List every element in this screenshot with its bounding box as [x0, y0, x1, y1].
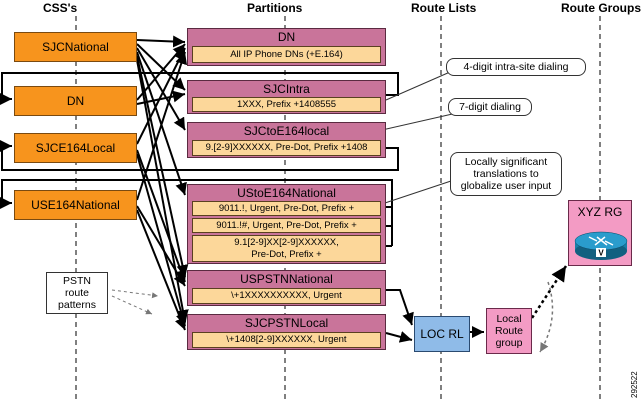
partition-title: UStoE164National — [237, 186, 336, 200]
partition-entry: 9011.!#, Urgent, Pre-Dot, Prefix + — [192, 218, 381, 233]
partition-sjctoe164local: SJCtoE164local 9.[2-9]XXXXXX, Pre-Dot, P… — [187, 122, 386, 158]
header-route-lists: Route Lists — [408, 1, 480, 15]
partition-title: SJCPSTNLocal — [244, 316, 329, 330]
pstn-line: PSTN — [62, 275, 91, 287]
partition-title: USPSTNNational — [240, 272, 333, 286]
partition-entry: 9.1[2-9]XX[2-9]XXXXXX, Pre-Dot, Prefix + — [192, 235, 381, 262]
partition-entry: \+1408[2-9]XXXXXX, Urgent — [192, 332, 381, 348]
pstn-route-patterns: PSTN route patterns — [46, 272, 108, 314]
partition-title: DN — [277, 30, 296, 44]
figure-id: 292522 — [630, 371, 639, 398]
partition-title: SJCtoE164local — [243, 124, 330, 138]
voice-gateway-router-icon: V — [574, 231, 628, 260]
partition-sjcpstnlocal: SJCPSTNLocal \+1408[2-9]XXXXXX, Urgent — [187, 314, 386, 350]
partition-sjcintra: SJCIntra 1XXX, Prefix +1408555 — [187, 80, 386, 114]
partition-entry: 9.[2-9]XXXXXX, Pre-Dot, Prefix +1408 — [192, 140, 381, 156]
partition-uspstnnational: USPSTNNational \+1XXXXXXXXXX, Urgent — [187, 270, 386, 306]
partition-entry-line: 9.1[2-9]XX[2-9]XXXXXX, — [234, 236, 339, 248]
route-group-line: group — [495, 337, 523, 349]
partition-entry: 9011.!, Urgent, Pre-Dot, Prefix + — [192, 201, 381, 216]
callout-intra-site: 4-digit intra-site dialing — [446, 58, 586, 76]
router-label: V — [598, 249, 604, 258]
pstn-line: route — [65, 287, 89, 299]
callout-7-digit: 7-digit dialing — [448, 98, 532, 116]
callout-line: Locally significant — [464, 156, 548, 168]
callout-line: globalize user input — [460, 180, 552, 192]
local-route-group: Local Route group — [486, 308, 532, 354]
callout-translations: Locally significant translations to glob… — [450, 152, 562, 196]
css-sjce164local: SJCE164Local — [14, 133, 137, 163]
partition-entry-line: Pre-Dot, Prefix + — [251, 248, 322, 260]
partition-dn: DN All IP Phone DNs (+E.164) — [187, 28, 386, 66]
header-partitions: Partitions — [244, 1, 306, 15]
route-group-line: Route — [494, 325, 524, 337]
header-css: CSS's — [40, 1, 81, 15]
css-sjcnational: SJCNational — [14, 32, 137, 62]
partition-title: SJCIntra — [263, 82, 310, 96]
partition-entry: 1XXX, Prefix +1408555 — [192, 97, 381, 112]
xyz-rg-title: XYZ RG — [577, 205, 623, 219]
pstn-line: patterns — [58, 299, 96, 311]
callout-line: translations to — [473, 168, 539, 180]
xyz-route-group: XYZ RG V — [568, 200, 632, 266]
partition-entry: \+1XXXXXXXXXX, Urgent — [192, 288, 381, 304]
route-list-loc-rl: LOC RL — [414, 316, 470, 352]
css-use164national: USE164National — [14, 190, 137, 220]
route-group-line: Local — [496, 313, 522, 325]
partition-ustoe164national: UStoE164National 9011.!, Urgent, Pre-Dot… — [187, 184, 386, 264]
partition-entry: All IP Phone DNs (+E.164) — [192, 46, 381, 63]
header-route-groups: Route Groups — [558, 1, 644, 15]
css-dn: DN — [14, 86, 137, 116]
